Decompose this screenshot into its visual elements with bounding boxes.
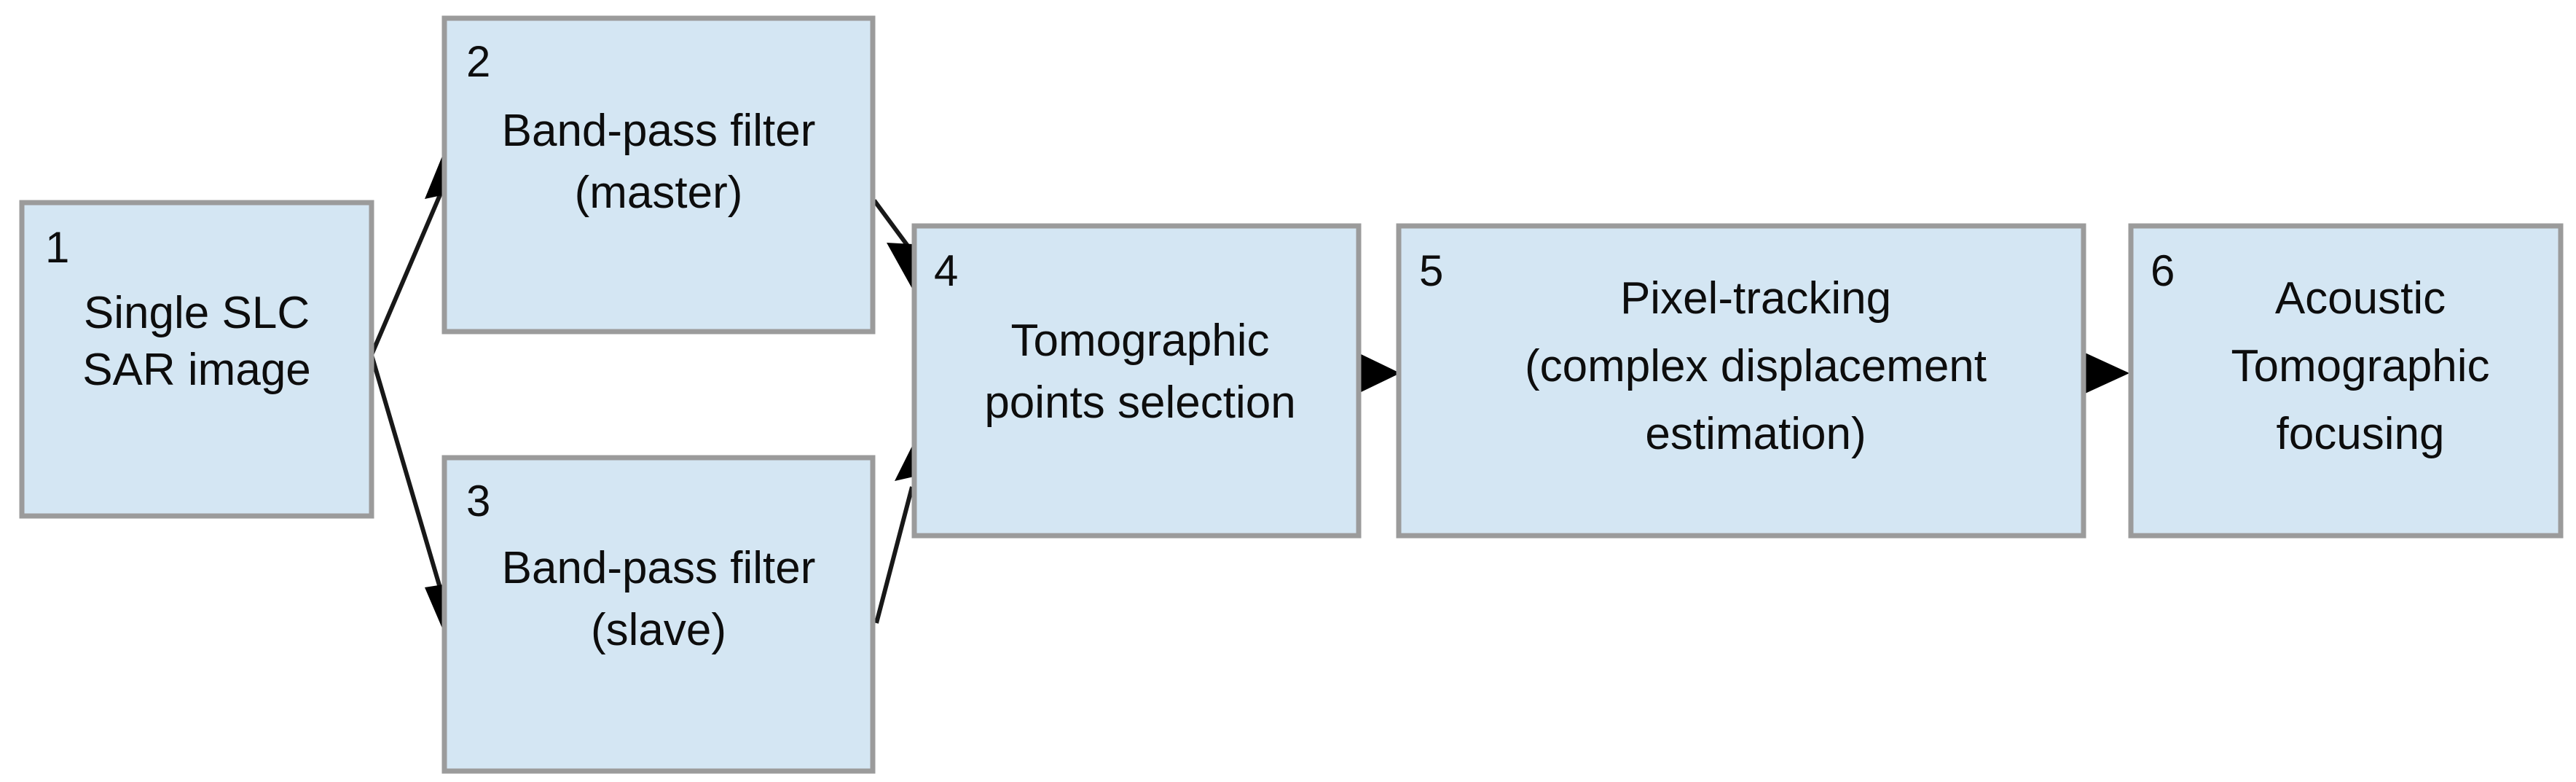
edge-5-to-6: [2085, 353, 2129, 394]
node-4-label-line-2: points selection: [984, 378, 1295, 428]
node-1-label-line-2: SAR image: [82, 345, 311, 395]
node-6-index: 6: [2151, 246, 2175, 295]
node-acoustic-tomographic-focusing[interactable]: 6 Acoustic Tomographic focusing: [2128, 223, 2564, 539]
node-2-label-line-1: Band-pass filter: [502, 106, 816, 156]
node-1-label-line-1: Single SLC: [84, 288, 310, 338]
edge-1-to-2-line: [369, 187, 445, 356]
edge-4-to-5-arrowhead: [1358, 353, 1400, 394]
node-6-label-line-3: focusing: [2277, 409, 2445, 459]
node-6-label-line-1: Acoustic: [2275, 273, 2446, 324]
node-3-index: 3: [466, 477, 490, 525]
node-band-pass-filter-slave[interactable]: 3 Band-pass filter (slave): [441, 455, 876, 774]
node-4-index: 4: [934, 246, 958, 295]
node-single-slc-sar-image[interactable]: 1 Single SLC SAR image: [19, 200, 374, 519]
edge-4-to-5: [1358, 353, 1400, 394]
node-4-box[interactable]: [911, 223, 1362, 539]
node-band-pass-filter-master[interactable]: 2 Band-pass filter (master): [441, 15, 876, 335]
node-3-box[interactable]: [441, 455, 876, 774]
node-2-box[interactable]: [441, 15, 876, 335]
node-5-label-line-3: estimation): [1645, 409, 1866, 459]
node-5-box[interactable]: [1396, 223, 2086, 539]
edge-2-to-4-line: [872, 199, 911, 249]
node-1-box[interactable]: [19, 200, 374, 519]
node-5-label-line-1: Pixel-tracking: [1620, 273, 1891, 324]
node-1-index: 1: [45, 223, 69, 272]
edge-3-to-4-line: [874, 486, 914, 624]
node-4-label-line-1: Tomographic: [1011, 316, 1270, 366]
edge-5-to-6-arrowhead: [2085, 353, 2129, 394]
node-pixel-tracking[interactable]: 5 Pixel-tracking (complex displacement e…: [1396, 223, 2086, 539]
edge-1-to-3-line: [369, 354, 445, 598]
node-6-label-line-2: Tomographic: [2231, 341, 2490, 391]
node-2-label-line-2: (master): [575, 168, 743, 218]
node-3-label-line-1: Band-pass filter: [502, 543, 816, 593]
node-6-box[interactable]: [2128, 223, 2564, 539]
node-3-label-line-2: (slave): [591, 605, 726, 655]
node-5-label-line-2: (complex displacement: [1525, 341, 1987, 391]
node-2-index: 2: [466, 37, 490, 86]
node-5-index: 5: [1419, 246, 1443, 295]
node-tomographic-points-selection[interactable]: 4 Tomographic points selection: [911, 223, 1362, 539]
